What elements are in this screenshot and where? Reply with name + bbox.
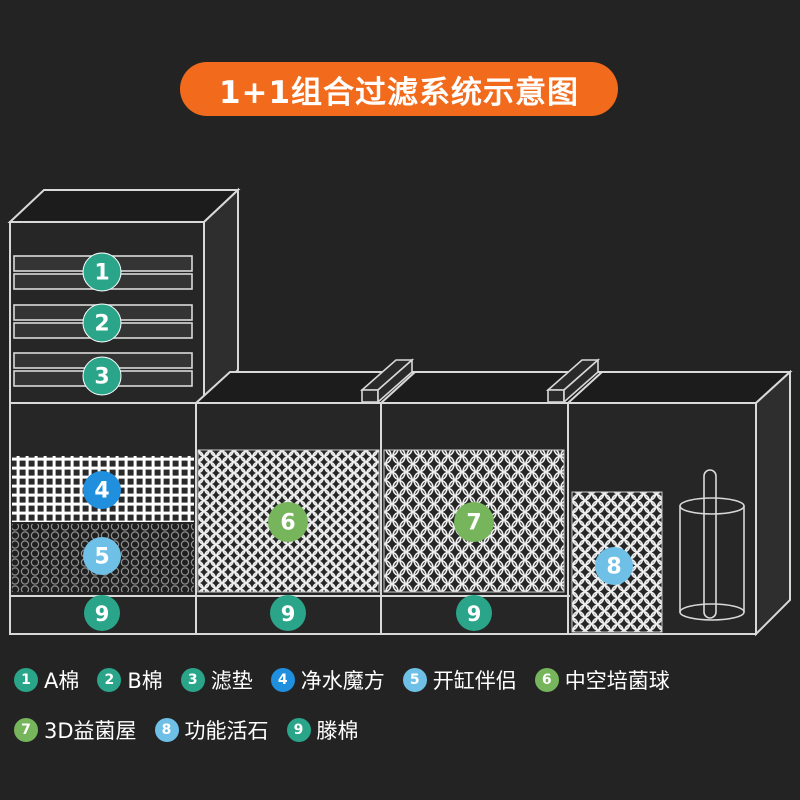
svg-text:7: 7 — [466, 511, 481, 536]
svg-text:9: 9 — [467, 602, 482, 626]
legend-item: 6 中空培菌球 — [534, 665, 670, 695]
legend-badge: 5 — [402, 668, 427, 692]
legend-badge: 9 — [286, 718, 311, 742]
legend-badge: 4 — [270, 668, 295, 692]
legend-item: 8 功能活石 — [154, 715, 269, 745]
legend-item: 9 滕棉 — [286, 715, 359, 745]
svg-text:3: 3 — [94, 365, 109, 390]
legend-item: 1 A棉 — [14, 665, 79, 695]
badge-6: 6 — [268, 502, 308, 542]
svg-text:6: 6 — [280, 511, 295, 536]
legend-badge: 6 — [534, 668, 559, 692]
legend-badge: 3 — [180, 668, 205, 692]
legend-label: B棉 — [127, 669, 163, 693]
legend-item: 5 开缸伴侣 — [402, 665, 517, 695]
svg-text:9: 9 — [281, 602, 296, 626]
legend-label: A棉 — [44, 669, 80, 693]
legend-item: 4 净水魔方 — [270, 665, 385, 695]
badge-1: 1 — [82, 252, 122, 292]
legend-label: 滤垫 — [210, 669, 253, 693]
svg-text:8: 8 — [606, 555, 621, 580]
badge-8: 8 — [595, 547, 633, 585]
legend-label: 开缸伴侣 — [432, 669, 517, 693]
legend-item: 7 3D益菌屋 — [14, 715, 137, 745]
partition-caps — [359, 358, 601, 404]
legend: 1 A棉 2 B棉 3 滤垫 4 净水魔方 5 开缸伴侣 6 中空培菌球 7 3… — [14, 660, 794, 760]
svg-text:4: 4 — [94, 479, 109, 504]
badge-9-right: 9 — [456, 595, 492, 631]
badge-5: 5 — [83, 537, 121, 575]
legend-label: 中空培菌球 — [564, 669, 670, 693]
title-banner: 1+1组合过滤系统示意图 — [180, 62, 618, 116]
legend-badge: 7 — [14, 718, 38, 742]
badge-7: 7 — [454, 502, 494, 542]
pump-cylinder — [679, 469, 745, 621]
legend-badge: 8 — [154, 718, 179, 742]
legend-label: 功能活石 — [184, 719, 269, 743]
svg-text:2: 2 — [94, 312, 109, 337]
legend-label: 滕棉 — [316, 719, 359, 743]
legend-row-2: 7 3D益菌屋 8 功能活石 9 滕棉 — [14, 710, 794, 750]
svg-text:5: 5 — [94, 545, 109, 570]
svg-text:9: 9 — [95, 602, 110, 626]
legend-badge: 2 — [97, 668, 122, 692]
badge-4: 4 — [83, 471, 121, 509]
svg-text:1: 1 — [94, 261, 109, 286]
badge-9-left: 9 — [84, 595, 120, 631]
badge-9-middle: 9 — [270, 595, 306, 631]
legend-badge: 1 — [14, 668, 38, 692]
badge-3: 3 — [82, 356, 122, 396]
legend-label: 3D益菌屋 — [44, 719, 137, 743]
legend-row-1: 1 A棉 2 B棉 3 滤垫 4 净水魔方 5 开缸伴侣 6 中空培菌球 — [14, 660, 794, 700]
page-title: 1+1组合过滤系统示意图 — [218, 74, 580, 111]
legend-label: 净水魔方 — [300, 669, 385, 693]
legend-item: 2 B棉 — [97, 665, 163, 695]
badge-2: 2 — [82, 303, 122, 343]
legend-item: 3 滤垫 — [180, 665, 253, 695]
filter-system-diagram: 1 2 3 4 5 6 7 8 9 9 9 — [7, 187, 793, 637]
